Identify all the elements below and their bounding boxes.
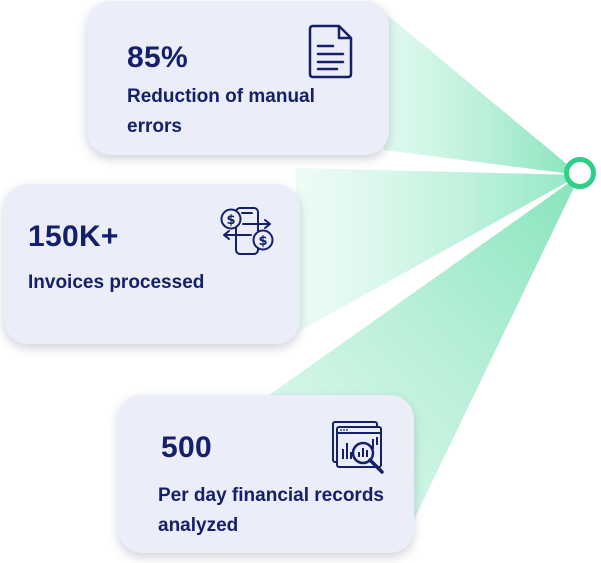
- svg-text:$: $: [258, 234, 267, 249]
- document-icon: [308, 24, 353, 79]
- beam-to-errors-card: [384, 12, 580, 175]
- beam-to-invoices-card: [296, 168, 580, 333]
- svg-text:$: $: [226, 213, 235, 228]
- chart-magnifier-icon: [332, 421, 384, 474]
- stat-label: Reduction of manual errors: [127, 86, 315, 137]
- stat-value: 85%: [127, 41, 188, 74]
- stat-card-manual-errors: 85% Reduction of manual errors: [87, 1, 389, 155]
- stat-value: 500: [161, 431, 212, 464]
- stat-card-financial-records: 500 Per day financial records analyzed: [118, 395, 414, 553]
- stat-label: Invoices processed: [28, 272, 205, 293]
- dollar-exchange-icon: $ $: [220, 207, 274, 255]
- stat-value: 150K+: [28, 220, 119, 253]
- stat-label: Per day financial records analyzed: [158, 485, 384, 536]
- connector-node: [564, 157, 596, 189]
- stat-card-invoices: 150K+ Invoices processed $ $: [4, 184, 300, 344]
